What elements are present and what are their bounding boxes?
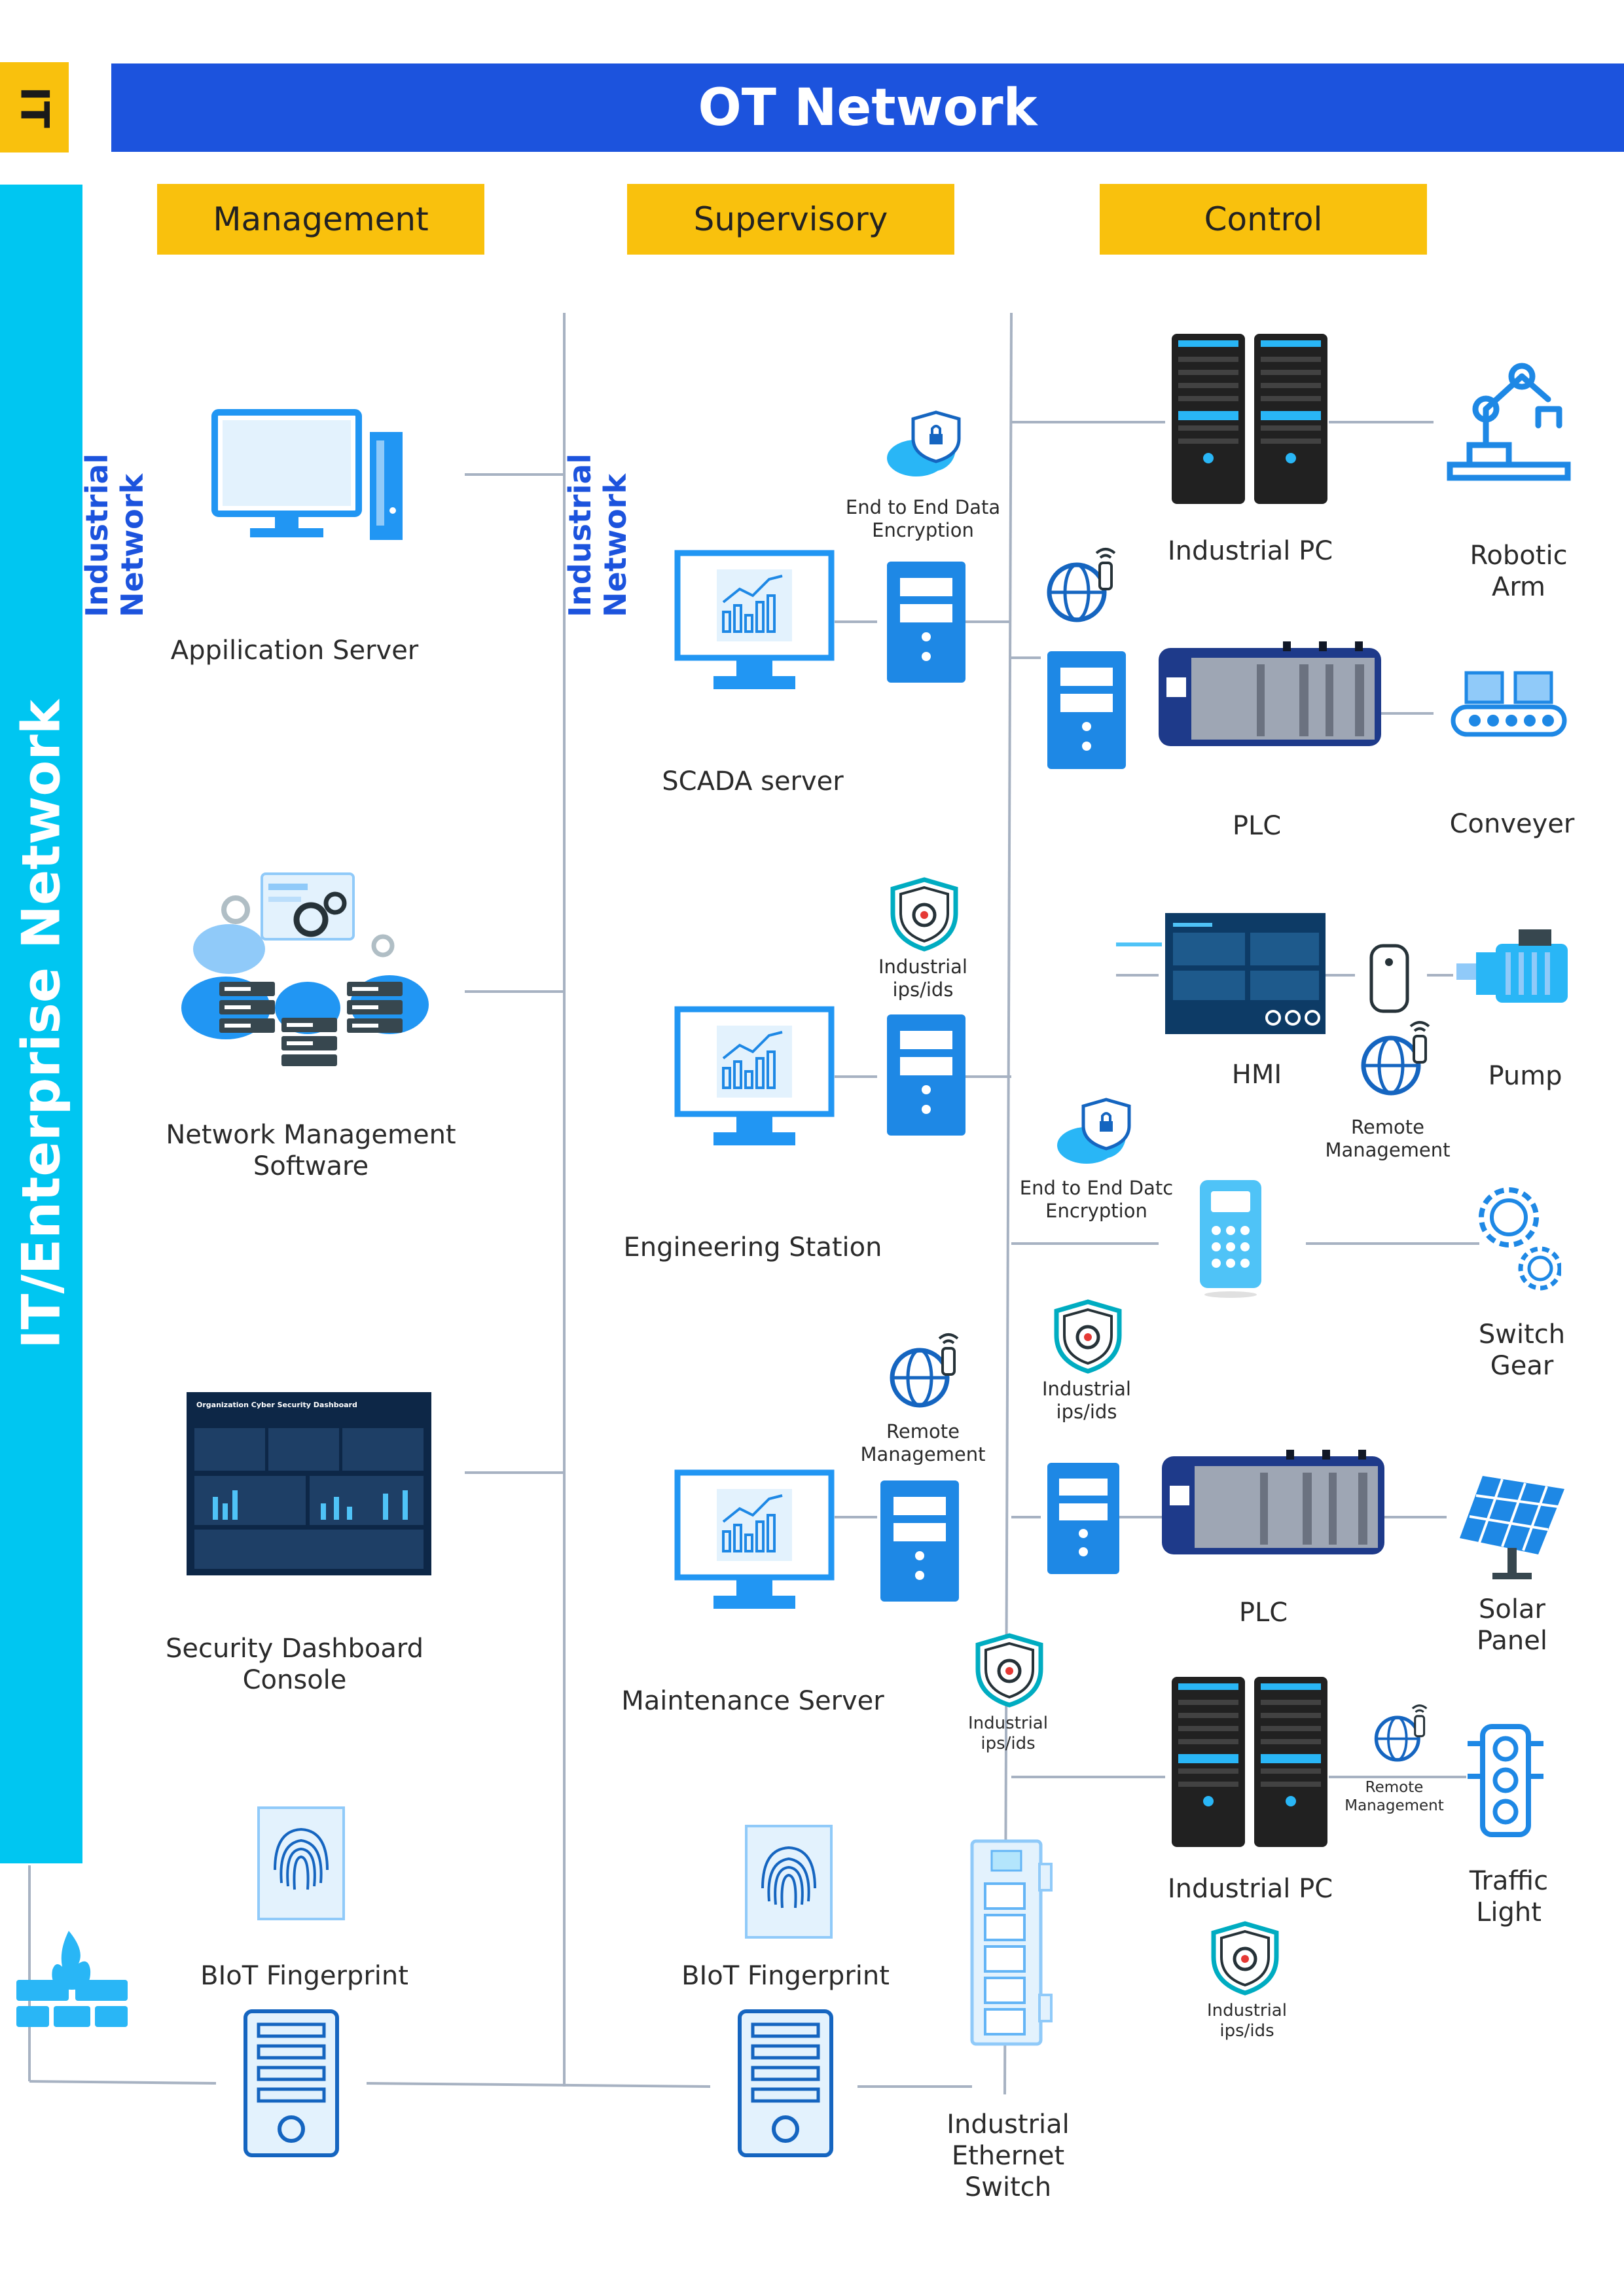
it-tab (0, 62, 69, 152)
plc-unit-icon-1[interactable] (1159, 638, 1381, 762)
hmi-label: HMI (1231, 1060, 1282, 1090)
maintenance-monitor-icon[interactable] (674, 1469, 835, 1617)
plc-unit-icon-2[interactable] (1162, 1446, 1384, 1571)
solar-panel-icon[interactable] (1456, 1469, 1568, 1581)
dashboard-title: Organization Cyber Security Dashboard (196, 1401, 357, 1409)
security-dashboard-screen[interactable] (187, 1392, 431, 1575)
biot-fingerprint-label-management: BIoT Fingerprint (200, 1961, 408, 1991)
remote-globe-icon (887, 1325, 965, 1410)
plc-server-tower-icon-1[interactable] (1047, 651, 1126, 769)
pump-icon[interactable] (1456, 929, 1571, 1021)
network-management-cloud-icon[interactable] (180, 870, 435, 1067)
scada-server-label: SCADA server (662, 766, 844, 797)
industrial-pc-label-2: Industrial PC (1167, 1874, 1333, 1904)
hmi-screen-icon[interactable] (1113, 913, 1326, 1034)
shield-bug-icon-control (1054, 1299, 1123, 1374)
maintenance-server-label: Maintenance Server (621, 1686, 884, 1716)
column-header-control: Control (1100, 184, 1427, 255)
column-header-management: Management (157, 184, 484, 255)
conveyer-icon[interactable] (1450, 668, 1568, 740)
remote-controller-icon[interactable] (1368, 942, 1414, 1014)
it-label: IT (11, 86, 58, 128)
firewall-server-icon[interactable] (242, 2008, 340, 2159)
industrial-network-label-middle: Industrial Network (562, 453, 633, 617)
scada-monitor-icon[interactable] (674, 550, 835, 697)
control-panel-device-icon[interactable] (1198, 1178, 1263, 1299)
shield-bug-icon (890, 877, 959, 952)
industrial-pc-icon[interactable] (1172, 334, 1329, 504)
ethernet-switch-icon[interactable] (969, 1838, 1054, 2047)
cloud-lock-icon-control (1054, 1096, 1136, 1168)
cloud-lock-icon (884, 409, 965, 481)
firewall-server-icon-supervisory[interactable] (736, 2008, 835, 2159)
fingerprint-chip-icon-supervisory[interactable] (740, 1823, 838, 1941)
desktop-computer-icon[interactable] (209, 409, 406, 547)
plc-label-2: PLC (1238, 1598, 1288, 1628)
switch-gear-icon[interactable] (1470, 1175, 1561, 1299)
fingerprint-chip-icon[interactable] (252, 1804, 350, 1922)
scada-server-tower-icon[interactable] (887, 562, 965, 683)
remote-globe-icon-control-1 (1044, 540, 1123, 625)
biot-fingerprint-label-supervisory: BIoT Fingerprint (681, 1961, 890, 1991)
ot-network-title-bar: OT Network (111, 63, 1624, 152)
traffic-light-icon[interactable] (1466, 1721, 1545, 1839)
maintenance-server-tower-icon[interactable] (880, 1480, 959, 1602)
enterprise-network-label: IT/Enterprise Network (10, 700, 71, 1349)
ot-network-title: OT Network (698, 78, 1038, 137)
remote-globe-icon-control-2 (1358, 1013, 1437, 1098)
pump-label: Pump (1488, 1061, 1562, 1091)
enterprise-network-bar (0, 185, 82, 1863)
industrial-pc-icon-2[interactable] (1172, 1677, 1329, 1847)
firewall-icon (13, 1918, 131, 2036)
column-header-supervisory: Supervisory (627, 184, 954, 255)
industrial-pc-label-1: Industrial PC (1167, 536, 1333, 566)
conveyer-label: Conveyer (1449, 809, 1575, 839)
plc-label-1: PLC (1232, 811, 1282, 841)
industrial-network-label-left: Industrial Network (79, 453, 150, 617)
application-server-label: Appilication Server (170, 636, 419, 666)
engineering-server-tower-icon[interactable] (887, 1014, 965, 1136)
shield-bug-icon-control-2 (1211, 1921, 1280, 1996)
shield-bug-icon-switch (975, 1633, 1044, 1708)
engineering-station-label: Engineering Station (623, 1232, 882, 1263)
remote-globe-icon-control-3 (1371, 1698, 1434, 1764)
robotic-arm-icon[interactable] (1447, 360, 1571, 484)
plc-server-tower-icon-2[interactable] (1047, 1463, 1119, 1574)
engineering-monitor-icon[interactable] (674, 1006, 835, 1153)
